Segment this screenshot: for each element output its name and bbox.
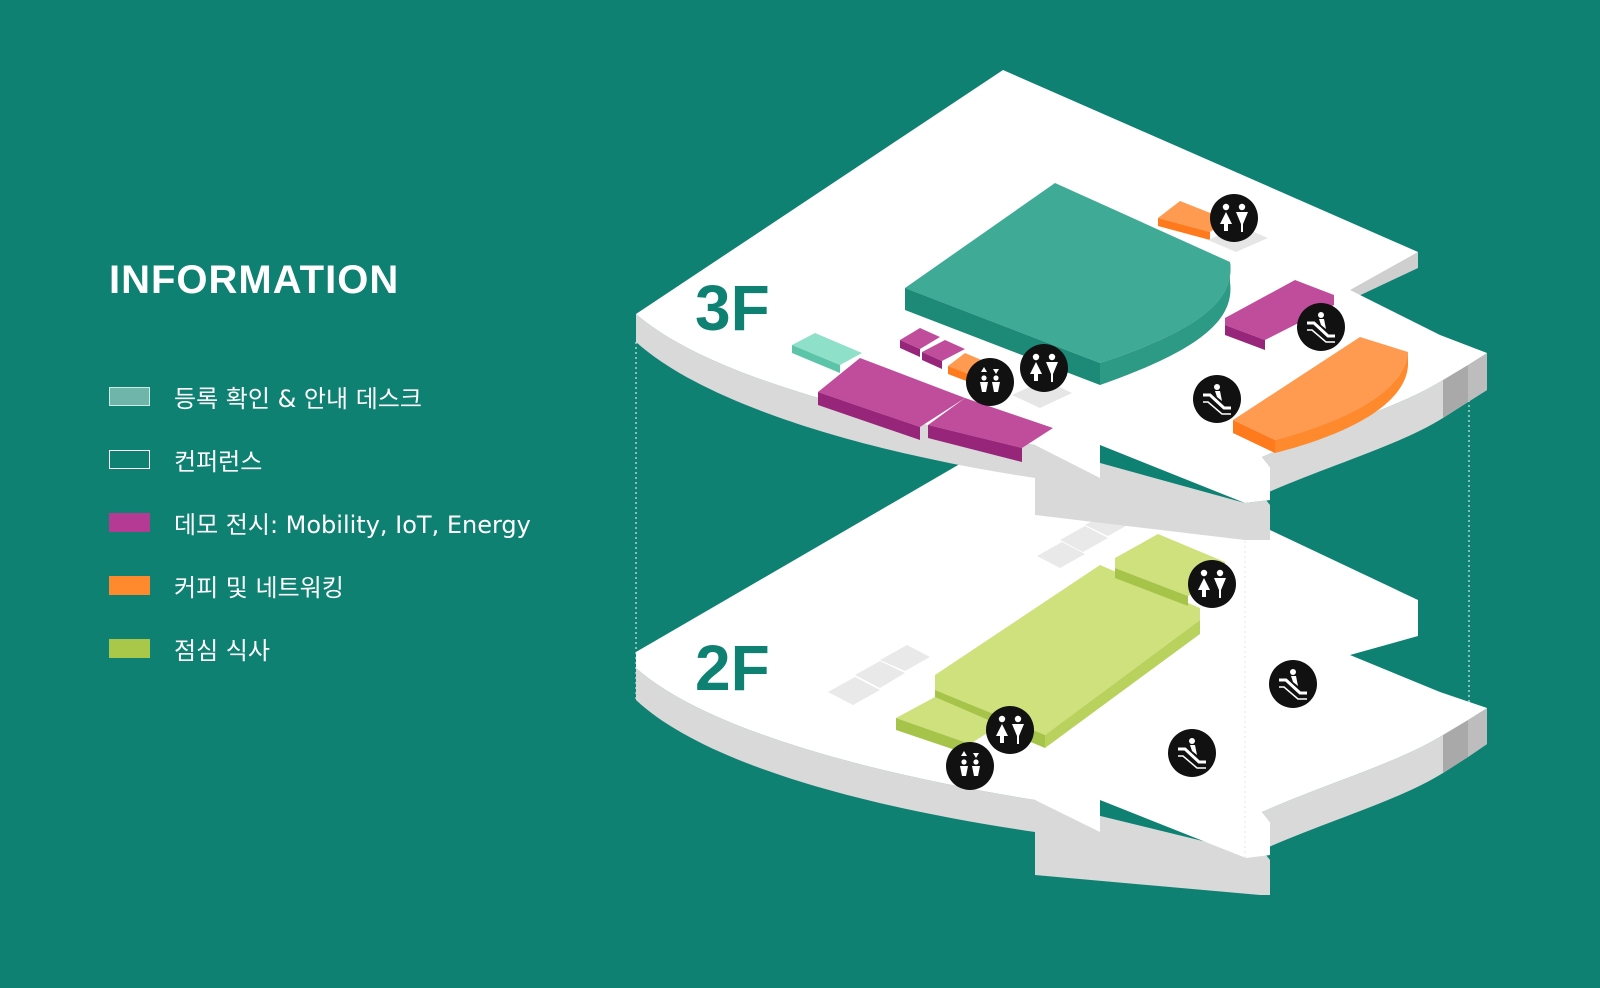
floor-2f-side <box>636 652 1487 895</box>
registration-desk <box>792 333 862 373</box>
floor-label-2f: 2F <box>695 632 770 704</box>
elevator-icon <box>966 358 1014 406</box>
legend-label-conference: 컨퍼런스 <box>174 447 263 476</box>
legend-item-registration: 등록 확인 & 안내 데스크 <box>109 378 531 414</box>
floor-label-3f: 3F <box>695 272 770 344</box>
legend-item-demo: 데모 전시: Mobility, IoT, Energy <box>109 504 531 540</box>
restroom-icon <box>986 706 1034 754</box>
restroom-icon <box>1210 194 1258 242</box>
legend: 등록 확인 & 안내 데스크 컨퍼런스 데모 전시: Mobility, IoT… <box>109 378 531 693</box>
escalator-icon <box>1191 373 1243 425</box>
legend-swatch-coffee <box>109 575 150 595</box>
legend-label-coffee: 커피 및 네트워킹 <box>174 573 344 602</box>
legend-item-conference: 컨퍼런스 <box>109 441 531 477</box>
floor-3f-side <box>636 314 1487 540</box>
restroom-icon <box>1020 344 1068 392</box>
floor-2f: 2F <box>636 436 1487 895</box>
legend-item-lunch: 점심 식사 <box>109 630 531 666</box>
legend-item-coffee: 커피 및 네트워킹 <box>109 567 531 603</box>
legend-swatch-registration <box>109 386 150 406</box>
legend-label-demo: 데모 전시: Mobility, IoT, Energy <box>174 510 531 539</box>
legend-swatch-lunch <box>109 638 150 658</box>
escalator-icon <box>1267 658 1319 710</box>
restroom-icon <box>1188 560 1236 608</box>
legend-label-lunch: 점심 식사 <box>174 636 270 665</box>
legend-swatch-conference <box>109 449 150 469</box>
escalator-icon <box>1295 301 1347 353</box>
elevator-icon <box>946 742 994 790</box>
legend-label-registration: 등록 확인 & 안내 데스크 <box>174 384 422 413</box>
demo-booths <box>818 280 1334 462</box>
legend-swatch-demo <box>109 512 150 532</box>
escalator-icon <box>1166 727 1218 779</box>
floor-3f: 3F <box>636 70 1487 540</box>
info-title: INFORMATION <box>109 258 400 302</box>
